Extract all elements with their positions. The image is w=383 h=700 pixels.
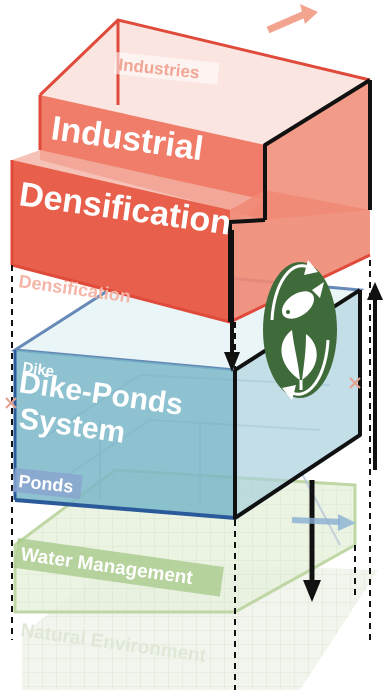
arrow-down-icon — [303, 480, 321, 602]
dike-small-label: Dike — [21, 359, 55, 380]
arrow-up-icon — [266, 4, 318, 34]
leaf-icon — [281, 330, 317, 390]
dashed-guides — [11, 260, 371, 690]
cross-marker-icon — [349, 377, 361, 389]
arrow-down-icon — [224, 230, 240, 372]
cross-marker-icon — [5, 397, 17, 409]
cycle-icon — [263, 260, 337, 400]
arrow-right-icon — [291, 514, 356, 531]
fish-icon — [281, 282, 324, 319]
arrow-up-icon — [367, 282, 383, 470]
